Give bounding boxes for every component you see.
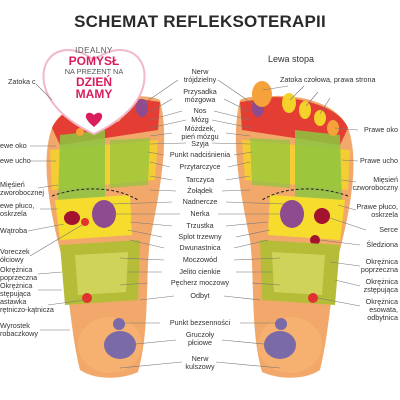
label-neck: Szyja [168,140,232,148]
left-lung-green [110,138,150,188]
label-pituitary: Przysadka mózgowa [168,88,232,104]
right-green-region [295,130,342,205]
label-right-lung: Prawe płuco, oskrzela [356,203,398,219]
right-toe-3 [299,101,311,119]
badge-line-5: MAMY [44,88,144,100]
left-foot [47,96,165,378]
label-trapezius-right: Mięsień czworoboczny [352,176,398,192]
right-toe-4 [314,110,326,126]
left-heel-inner [104,331,136,359]
promo-badge: IDEALNY POMYSŁ NA PREZENT NA DZIEŃ MAMY [44,46,144,100]
right-intestine-inner [272,252,325,295]
label-trapezius-left: Mięśień zworobocznej [0,181,44,197]
label-right-ear: Prawe ucho [360,157,398,165]
label-frontal-sinus-right: Zatoka czołowa, prawa strona [280,76,375,84]
label-left-ear: ewe ucho [0,157,31,165]
label-trigeminal-nerve: Nerw trójdzielny [168,68,232,84]
label-adrenal: Nadnercze [168,198,232,206]
label-stomach: Żołądek [168,187,232,195]
label-gonads: Gruczoły płciowe [168,331,232,347]
label-nose: Nos [168,107,232,115]
right-heart [314,208,330,224]
label-sciatic-nerve: Nerw kulszowy [168,355,232,371]
label-solar-plexus: Splot trzewny [164,233,236,241]
label-ureter: Moczowód [164,256,236,264]
label-spleen: Śledziona [366,241,398,249]
label-sigmoid-colon: Okrężnica esowata, odbytnica [366,298,398,322]
badge-line-2: POMYSŁ [44,55,144,67]
right-big-toe [252,81,272,107]
label-pancreas: Trzustka [168,222,232,230]
left-green-region [58,130,105,205]
label-frontal-sinus-left: Zatoka c [8,78,36,86]
right-insomnia-dot [275,318,287,330]
right-heel-inner [264,331,296,359]
right-rectum-dot [308,293,318,303]
label-duodenum: Dwunastnica [164,244,236,252]
label-appendix: Wyrostek robaczkowy [0,322,38,338]
label-ileocecal-valve: astawka rętniczo-kątnicza [0,298,54,314]
label-bladder: Pęcherz moczowy [156,279,244,287]
label-liver: Wątroba [0,227,27,235]
label-transverse-colon-right: Okrężnica poprzeczna [361,258,398,274]
label-kidney: Nerka [168,210,232,218]
left-gallbladder [81,218,89,226]
page-title: SCHEMAT REFLEKSOTERAPII [0,12,400,32]
right-foot [236,81,354,378]
right-lung-green [250,138,290,188]
label-anus: Odbyt [168,292,232,300]
label-gallbladder: Voreczek ółciowy [0,248,30,264]
left-insomnia-dot [113,318,125,330]
left-appendix-dot [82,293,92,303]
label-left-lung: ewe płuco, oskrzela [0,202,34,218]
label-thyroid: Tarczyca [168,176,232,184]
left-intestine-inner [75,252,128,295]
label-descending-colon: Okrężnica zstępująca [364,278,398,294]
right-stomach [268,195,345,240]
label-hypertension-point: Punkt nadciśnienia [160,151,240,159]
left-adrenal [64,211,80,225]
label-parathyroid: Przytarczyce [164,163,236,171]
label-small-intestine: Jelito cienkie [164,268,236,276]
foot-label: Lewa stopa [268,54,314,64]
label-left-eye: ewe oko [0,142,27,150]
label-insomnia-point: Punkt bezsenności [156,319,244,327]
label-transverse-colon-left: Okrężnica poprzeczna [0,266,37,282]
label-heart: Serce [379,226,398,234]
label-right-eye: Prawe oko [364,126,398,134]
label-ascending-colon: Okrężnica stępująca [0,282,32,298]
label-brain: Mózg [168,116,232,124]
